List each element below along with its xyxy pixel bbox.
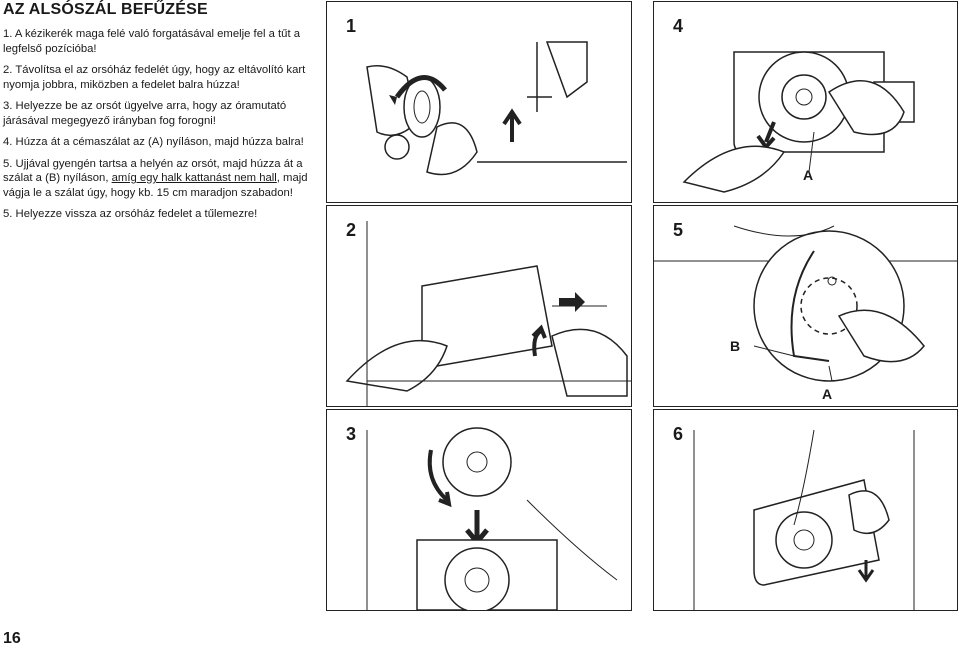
step-3: 3. Helyezze be az orsót ügyelve arra, ho… [3, 100, 287, 127]
step-4: 4. Húzza át a cémaszálat az (A) nyíláson… [3, 136, 304, 148]
step-5-text: 5. Ujjával gyengén tartsa a helyén az or… [3, 157, 303, 185]
step-5-text-end: , majd vágja le a szálat úgy, hogy kb. 1… [3, 172, 308, 199]
step-5: 5. Ujjával gyengén tartsa a helyén az or… [3, 157, 308, 201]
panel-number: 6 [673, 424, 684, 444]
panel-number: 3 [346, 424, 357, 444]
illustration-panel-3: 3 [326, 409, 632, 611]
handwheel-illustration [366, 41, 627, 176]
threading-slot-illustration [654, 225, 957, 382]
step-6: 5. Helyezze vissza az orsóház fedelet a … [3, 208, 258, 220]
panel-number: 2 [346, 220, 357, 240]
page-number: 16 [3, 630, 21, 647]
cover-removal-illustration [345, 221, 631, 406]
label-a: A [803, 167, 814, 183]
step-5-emphasis: amíg egy halk kattanást nem hall [111, 172, 277, 184]
illustration-panel-4: 4 A [653, 1, 958, 203]
panel-number: 4 [673, 16, 684, 36]
illustration-panel-5: 5 B A [653, 205, 958, 407]
instruction-list: 1. A kézikerék maga felé való forgatásáv… [3, 27, 308, 229]
illustration-panel-2: 2 [326, 205, 632, 407]
illustration-panel-6: 6 [653, 409, 958, 611]
bobbin-case-illustration [682, 51, 915, 193]
cover-replace-illustration [693, 429, 915, 610]
page-title: AZ ALSÓSZÁL BEFŰZÉSE [3, 1, 208, 18]
illustration-panel-1: 1 [326, 1, 632, 203]
step-2: 2. Távolítsa el az orsóház fedelét úgy, … [3, 64, 306, 91]
panel-number: 1 [346, 16, 357, 36]
step-1: 1. A kézikerék maga felé való forgatásáv… [3, 28, 301, 55]
label-a: A [822, 386, 833, 402]
label-b: B [730, 338, 741, 354]
panel-number: 5 [673, 220, 684, 240]
bobbin-insert-illustration [366, 427, 618, 610]
